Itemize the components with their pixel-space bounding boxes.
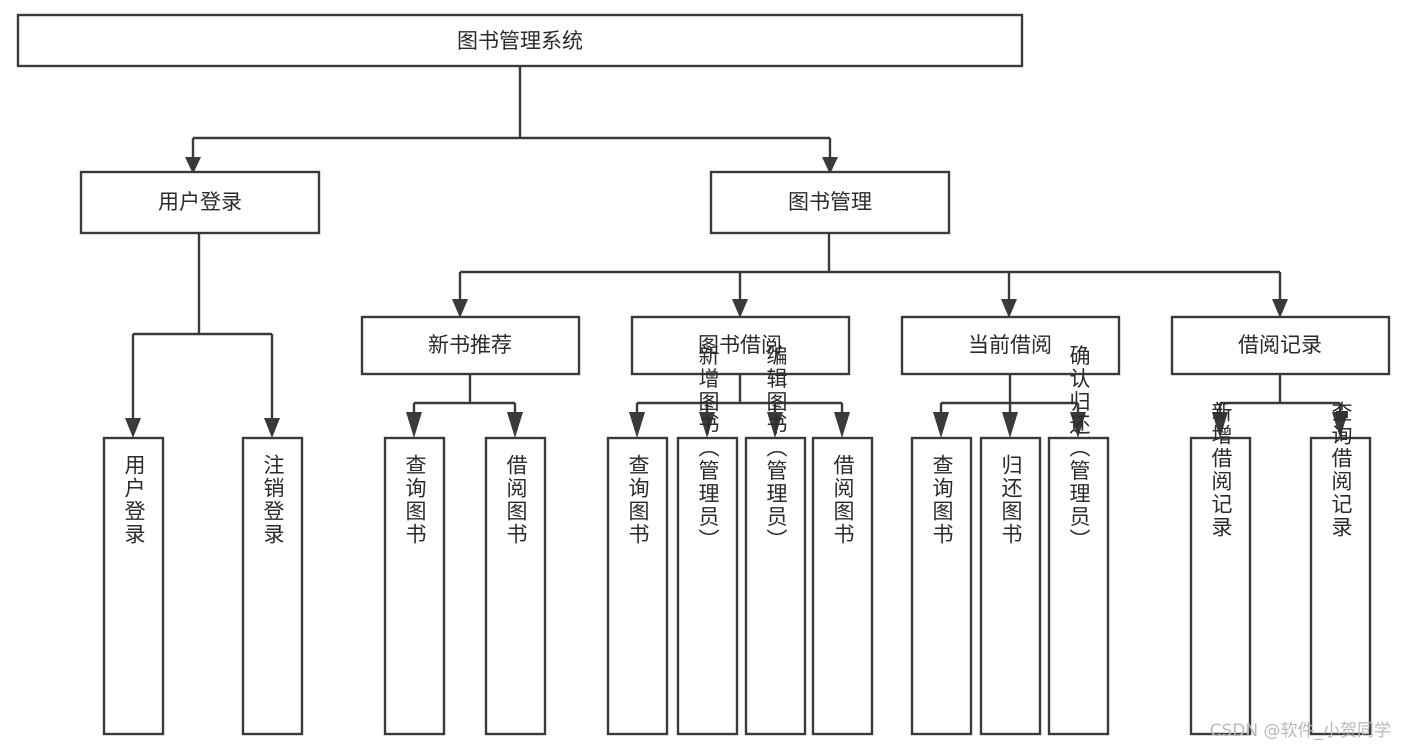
arrow-cb-leaf1 bbox=[933, 412, 949, 438]
leaf-borrow-record-add[interactable]: 新增借阅记录 bbox=[1189, 401, 1252, 736]
leaf-box[interactable] bbox=[1047, 436, 1110, 736]
leaf-box[interactable] bbox=[676, 436, 739, 736]
new-book-recommend-label: 新书推荐 bbox=[428, 333, 512, 357]
leaf-label: 新增借阅记录 bbox=[1209, 401, 1233, 539]
node-new-book-recommend[interactable]: 新书推荐 bbox=[360, 315, 581, 376]
leaf-user-login-logout[interactable]: 注销登录 bbox=[241, 436, 304, 736]
new-book-recommend-box[interactable] bbox=[360, 315, 581, 376]
current-borrow-box[interactable] bbox=[900, 315, 1121, 376]
arrow-nb-leaf1 bbox=[406, 412, 422, 438]
arrow-root-to-book-manage bbox=[822, 157, 838, 174]
leaf-box[interactable] bbox=[910, 436, 973, 736]
leaf-label: 归还图书 bbox=[999, 454, 1023, 546]
current-borrow-label: 当前借阅 bbox=[968, 333, 1052, 357]
arrow-bb-leaf1 bbox=[629, 412, 645, 438]
borrow-record-label: 借阅记录 bbox=[1238, 333, 1322, 357]
arrow-bm-to-book-borrow bbox=[732, 299, 748, 318]
leaf-new-book-borrow[interactable]: 借阅图书 bbox=[484, 436, 547, 736]
arrow-bm-to-borrow-record bbox=[1272, 299, 1288, 318]
book-borrow-label: 图书借阅 bbox=[698, 333, 782, 357]
leaf-box[interactable] bbox=[383, 436, 446, 736]
arrow-br-leaf1 bbox=[1212, 412, 1228, 438]
root-label: 图书管理系统 bbox=[457, 29, 583, 53]
leaf-box[interactable] bbox=[102, 436, 165, 736]
node-book-management[interactable]: 图书管理 bbox=[709, 170, 951, 235]
leaf-label: 注销登录 bbox=[261, 454, 285, 546]
borrow-record-box[interactable] bbox=[1170, 315, 1391, 376]
user-login-box[interactable] bbox=[79, 170, 321, 235]
leaf-book-borrow-query[interactable]: 查询图书 bbox=[606, 436, 669, 736]
node-root-book-management-system[interactable]: 图书管理系统 bbox=[16, 13, 1024, 68]
arrow-user-login-leaf1 bbox=[125, 418, 141, 438]
leaf-current-borrow-query[interactable]: 查询图书 bbox=[910, 436, 973, 736]
leaf-current-borrow-return[interactable]: 归还图书 bbox=[979, 436, 1042, 736]
leaf-label: 编辑图书（管理员） bbox=[764, 345, 788, 552]
book-management-label: 图书管理 bbox=[788, 190, 872, 214]
arrow-cb-leaf3 bbox=[1070, 412, 1086, 438]
leaf-box[interactable] bbox=[979, 436, 1042, 736]
leaf-box[interactable] bbox=[811, 436, 874, 736]
leaf-book-borrow-edit[interactable]: 编辑图书（管理员） bbox=[744, 345, 807, 736]
leaf-label: 借阅图书 bbox=[504, 454, 528, 546]
node-borrow-record[interactable]: 借阅记录 bbox=[1170, 315, 1391, 376]
arrow-bm-to-new-book bbox=[452, 299, 468, 318]
arrow-br-leaf2 bbox=[1332, 412, 1348, 438]
leaf-box[interactable] bbox=[1309, 436, 1372, 736]
book-management-box[interactable] bbox=[709, 170, 951, 235]
arrow-nb-leaf2 bbox=[507, 412, 523, 438]
leaf-label: 新增图书（管理员） bbox=[696, 345, 720, 552]
leaf-box[interactable] bbox=[484, 436, 547, 736]
arrow-root-to-user-login bbox=[185, 157, 201, 174]
arrow-bb-leaf2 bbox=[699, 412, 715, 438]
arrow-cb-leaf2 bbox=[1002, 412, 1018, 438]
node-current-borrow[interactable]: 当前借阅 bbox=[900, 315, 1121, 376]
book-borrow-box[interactable] bbox=[630, 315, 851, 376]
leaf-label: 查询借阅记录 bbox=[1329, 401, 1353, 539]
root-box[interactable] bbox=[16, 13, 1024, 68]
leaf-borrow-record-query[interactable]: 查询借阅记录 bbox=[1309, 401, 1372, 736]
node-user-login[interactable]: 用户登录 bbox=[79, 170, 321, 235]
arrow-bb-leaf3 bbox=[767, 412, 783, 438]
leaf-label: 用户登录 bbox=[122, 454, 146, 546]
arrow-bb-leaf4 bbox=[834, 412, 850, 438]
leaf-label: 查询图书 bbox=[930, 454, 954, 546]
leaf-label: 确认归还（管理员） bbox=[1067, 345, 1091, 552]
leaf-label: 查询图书 bbox=[403, 454, 427, 546]
leaf-box[interactable] bbox=[744, 436, 807, 736]
node-book-borrow[interactable]: 图书借阅 bbox=[630, 315, 851, 376]
user-login-label: 用户登录 bbox=[158, 190, 242, 214]
leaf-user-login-login[interactable]: 用户登录 bbox=[102, 436, 165, 736]
leaf-current-borrow-confirm-return[interactable]: 确认归还（管理员） bbox=[1047, 345, 1110, 736]
leaf-label: 查询图书 bbox=[626, 454, 650, 546]
arrow-user-login-leaf2 bbox=[264, 418, 280, 438]
leaf-box[interactable] bbox=[241, 436, 304, 736]
leaf-book-borrow-add[interactable]: 新增图书（管理员） bbox=[676, 345, 739, 736]
leaf-box[interactable] bbox=[1189, 436, 1252, 736]
leaf-label: 借阅图书 bbox=[831, 454, 855, 546]
arrow-bm-to-current-borrow bbox=[1001, 299, 1017, 318]
connector-layer bbox=[125, 66, 1348, 438]
leaf-box[interactable] bbox=[606, 436, 669, 736]
leaf-book-borrow-borrow[interactable]: 借阅图书 bbox=[811, 436, 874, 736]
leaf-new-book-query[interactable]: 查询图书 bbox=[383, 436, 446, 736]
